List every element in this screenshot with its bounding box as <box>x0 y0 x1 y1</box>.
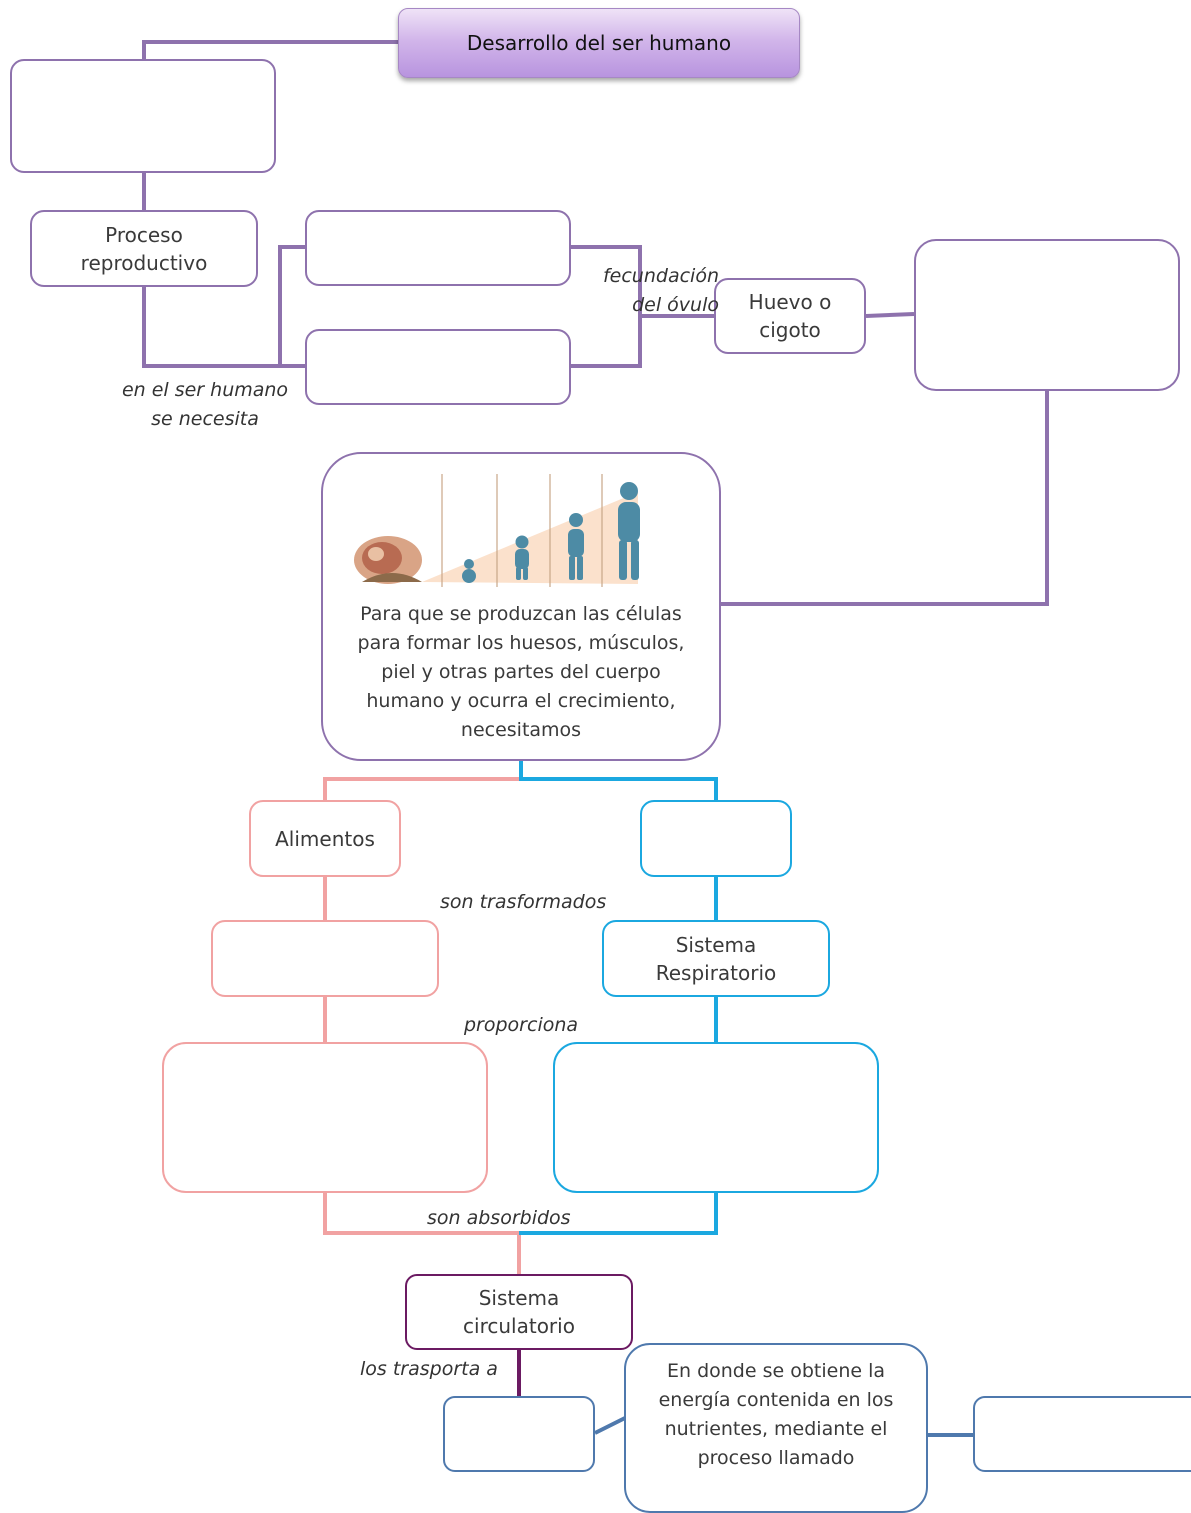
blank-box-cyan-large[interactable] <box>553 1042 879 1193</box>
growth-stages-image <box>354 474 640 587</box>
blank-box-right[interactable] <box>914 239 1180 391</box>
blank-box-requirement-2[interactable] <box>305 329 571 405</box>
connector-proceso-to-pair <box>142 287 280 368</box>
blank-box-requirement-1[interactable] <box>305 210 571 286</box>
alimentos-box: Alimentos <box>249 800 401 877</box>
blank-box-pink-large[interactable] <box>162 1042 488 1193</box>
para-que-text: Para que se produzcan las células para f… <box>357 603 685 741</box>
connector-split-pink <box>323 760 523 800</box>
blank-box-process[interactable] <box>973 1396 1191 1472</box>
label-fecundacion: fecundación del óvulo <box>602 265 719 316</box>
label-son-absorbidos: son absorbidos <box>427 1207 571 1229</box>
fetus-illustration <box>354 536 422 584</box>
proceso-reproductivo-text: Proceso reproductivo <box>80 222 208 275</box>
connector-cyan-join <box>519 1192 718 1235</box>
sistema-respiratorio-box: Sistema Respiratorio <box>602 920 830 997</box>
label-los-trasporta: los trasporta a <box>360 1358 498 1380</box>
blank-box-destination[interactable] <box>443 1396 595 1472</box>
huevo-cigoto-box: Huevo o cigoto <box>714 278 866 354</box>
sistema-circulatorio-text: Sistema circulatorio <box>463 1286 575 1338</box>
alimentos-text: Alimentos <box>275 826 375 851</box>
connector-box-to-endonde <box>594 1416 626 1435</box>
sistema-respiratorio-text: Sistema Respiratorio <box>655 932 777 985</box>
label-en-el-ser-humano: en el ser humano se necesita <box>121 379 289 430</box>
blank-box-pink-mid[interactable] <box>211 920 439 997</box>
title-text: Desarrollo del ser humano <box>466 31 732 55</box>
proceso-reproductivo-box: Proceso reproductivo <box>30 210 258 287</box>
connector-title-to-box <box>142 40 398 60</box>
connector-bracket-left <box>278 245 305 368</box>
connector-huevo-to-box <box>865 312 915 318</box>
connector-box-to-parraque <box>721 390 1049 606</box>
en-donde-text: En donde se obtiene la energía contenida… <box>658 1360 894 1469</box>
label-son-trasformados: son trasformados <box>440 891 607 913</box>
connector-bracket-right <box>570 245 642 368</box>
connector-split-cyan <box>519 760 718 800</box>
sistema-circulatorio-box: Sistema circulatorio <box>405 1274 633 1350</box>
huevo-cigoto-text: Huevo o cigoto <box>748 290 832 342</box>
blank-box-top-left[interactable] <box>10 59 276 173</box>
label-proporciona: proporciona <box>464 1014 579 1036</box>
blank-box-cyan-top[interactable] <box>640 800 792 877</box>
title-box: Desarrollo del ser humano <box>398 8 800 78</box>
connector-pink-join <box>323 1192 521 1274</box>
para-que-box: Para que se produzcan las células para f… <box>321 452 721 761</box>
en-donde-box: En donde se obtiene la energía contenida… <box>624 1343 928 1513</box>
